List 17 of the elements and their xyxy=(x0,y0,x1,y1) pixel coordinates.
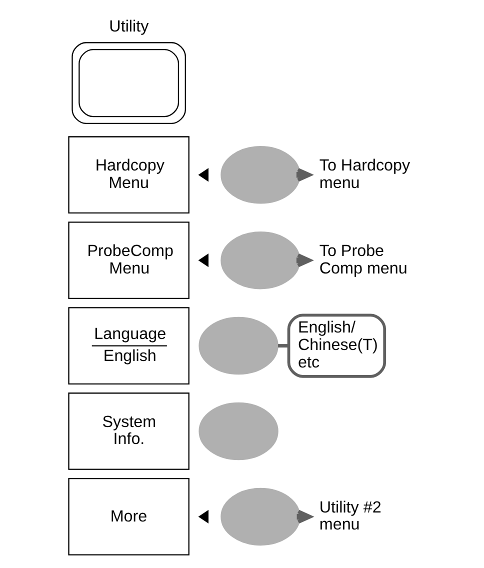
node-box: English/ Chinese(T) etc xyxy=(287,314,386,378)
node-box: System Info. xyxy=(68,392,190,470)
node-ellipse xyxy=(198,316,278,375)
node-text: To Hardcopy menu xyxy=(319,156,410,192)
node-box xyxy=(72,42,186,124)
connector xyxy=(278,344,289,348)
node-text: To Probe Comp menu xyxy=(319,242,408,278)
node-text: Utility #2 menu xyxy=(319,498,382,534)
arrow xyxy=(296,510,312,524)
node-box: Language English xyxy=(68,307,190,384)
arrow xyxy=(296,168,312,182)
node-ellipse xyxy=(198,402,278,460)
node-label: Utility xyxy=(109,17,149,36)
node-box: More xyxy=(68,478,190,556)
node-box: Hardcopy Menu xyxy=(68,136,190,214)
arrow xyxy=(296,253,312,268)
node-box: ProbeComp Menu xyxy=(68,222,190,300)
